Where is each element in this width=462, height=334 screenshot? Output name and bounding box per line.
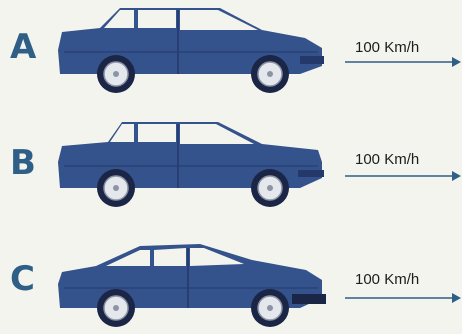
- row-b: B 100 Km/h: [0, 108, 462, 208]
- sleek-sedan-car-icon: [58, 244, 326, 327]
- sedan-car-icon: [58, 8, 324, 93]
- arrow-b-icon: [345, 171, 461, 181]
- speed-label-a: 100 Km/h: [355, 40, 419, 55]
- arrow-c-icon: [345, 293, 461, 303]
- row-a: A 100 Km/h: [0, 0, 462, 100]
- boxy-sedan-car-icon: [58, 122, 324, 207]
- row-c: C 100 Km/h: [0, 222, 462, 322]
- speed-label-b: 100 Km/h: [355, 152, 419, 167]
- speed-label-c: 100 Km/h: [355, 272, 419, 287]
- arrow-a-icon: [345, 57, 461, 67]
